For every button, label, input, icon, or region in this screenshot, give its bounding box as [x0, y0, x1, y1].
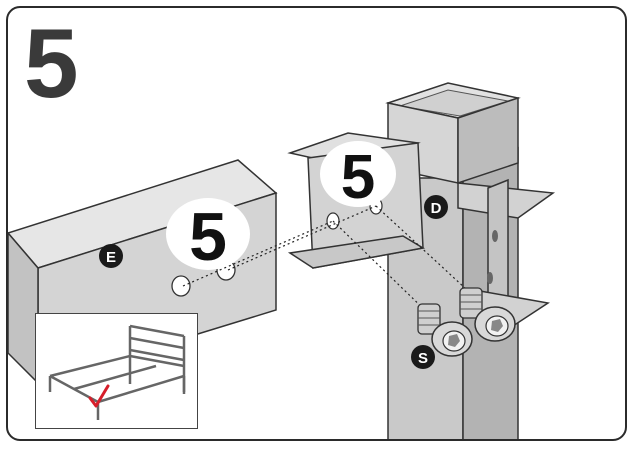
- bracket-step-number: 5: [341, 143, 375, 212]
- screw-left: [417, 303, 473, 357]
- rail-label: E: [106, 249, 116, 266]
- bed-frame-diagram: [48, 324, 186, 420]
- step-number: 5: [24, 8, 78, 118]
- badge-s: S: [411, 345, 435, 369]
- badge-e: E: [99, 244, 123, 268]
- bed-frame-overview: [35, 313, 198, 429]
- badge-d: D: [424, 195, 448, 219]
- screw-right: [459, 287, 516, 342]
- leg-bracket-label: D: [431, 200, 442, 217]
- bracket-step-callout: 5: [320, 141, 396, 212]
- instruction-panel: 5: [6, 6, 627, 441]
- rail-step-number: 5: [189, 199, 227, 275]
- alignment-guides: [182, 205, 479, 319]
- assembly-illustration: 5 5 E D S: [8, 82, 556, 439]
- screw-label: S: [418, 350, 428, 367]
- check-mark-icon: [88, 384, 110, 408]
- rail-step-callout: 5: [166, 198, 250, 275]
